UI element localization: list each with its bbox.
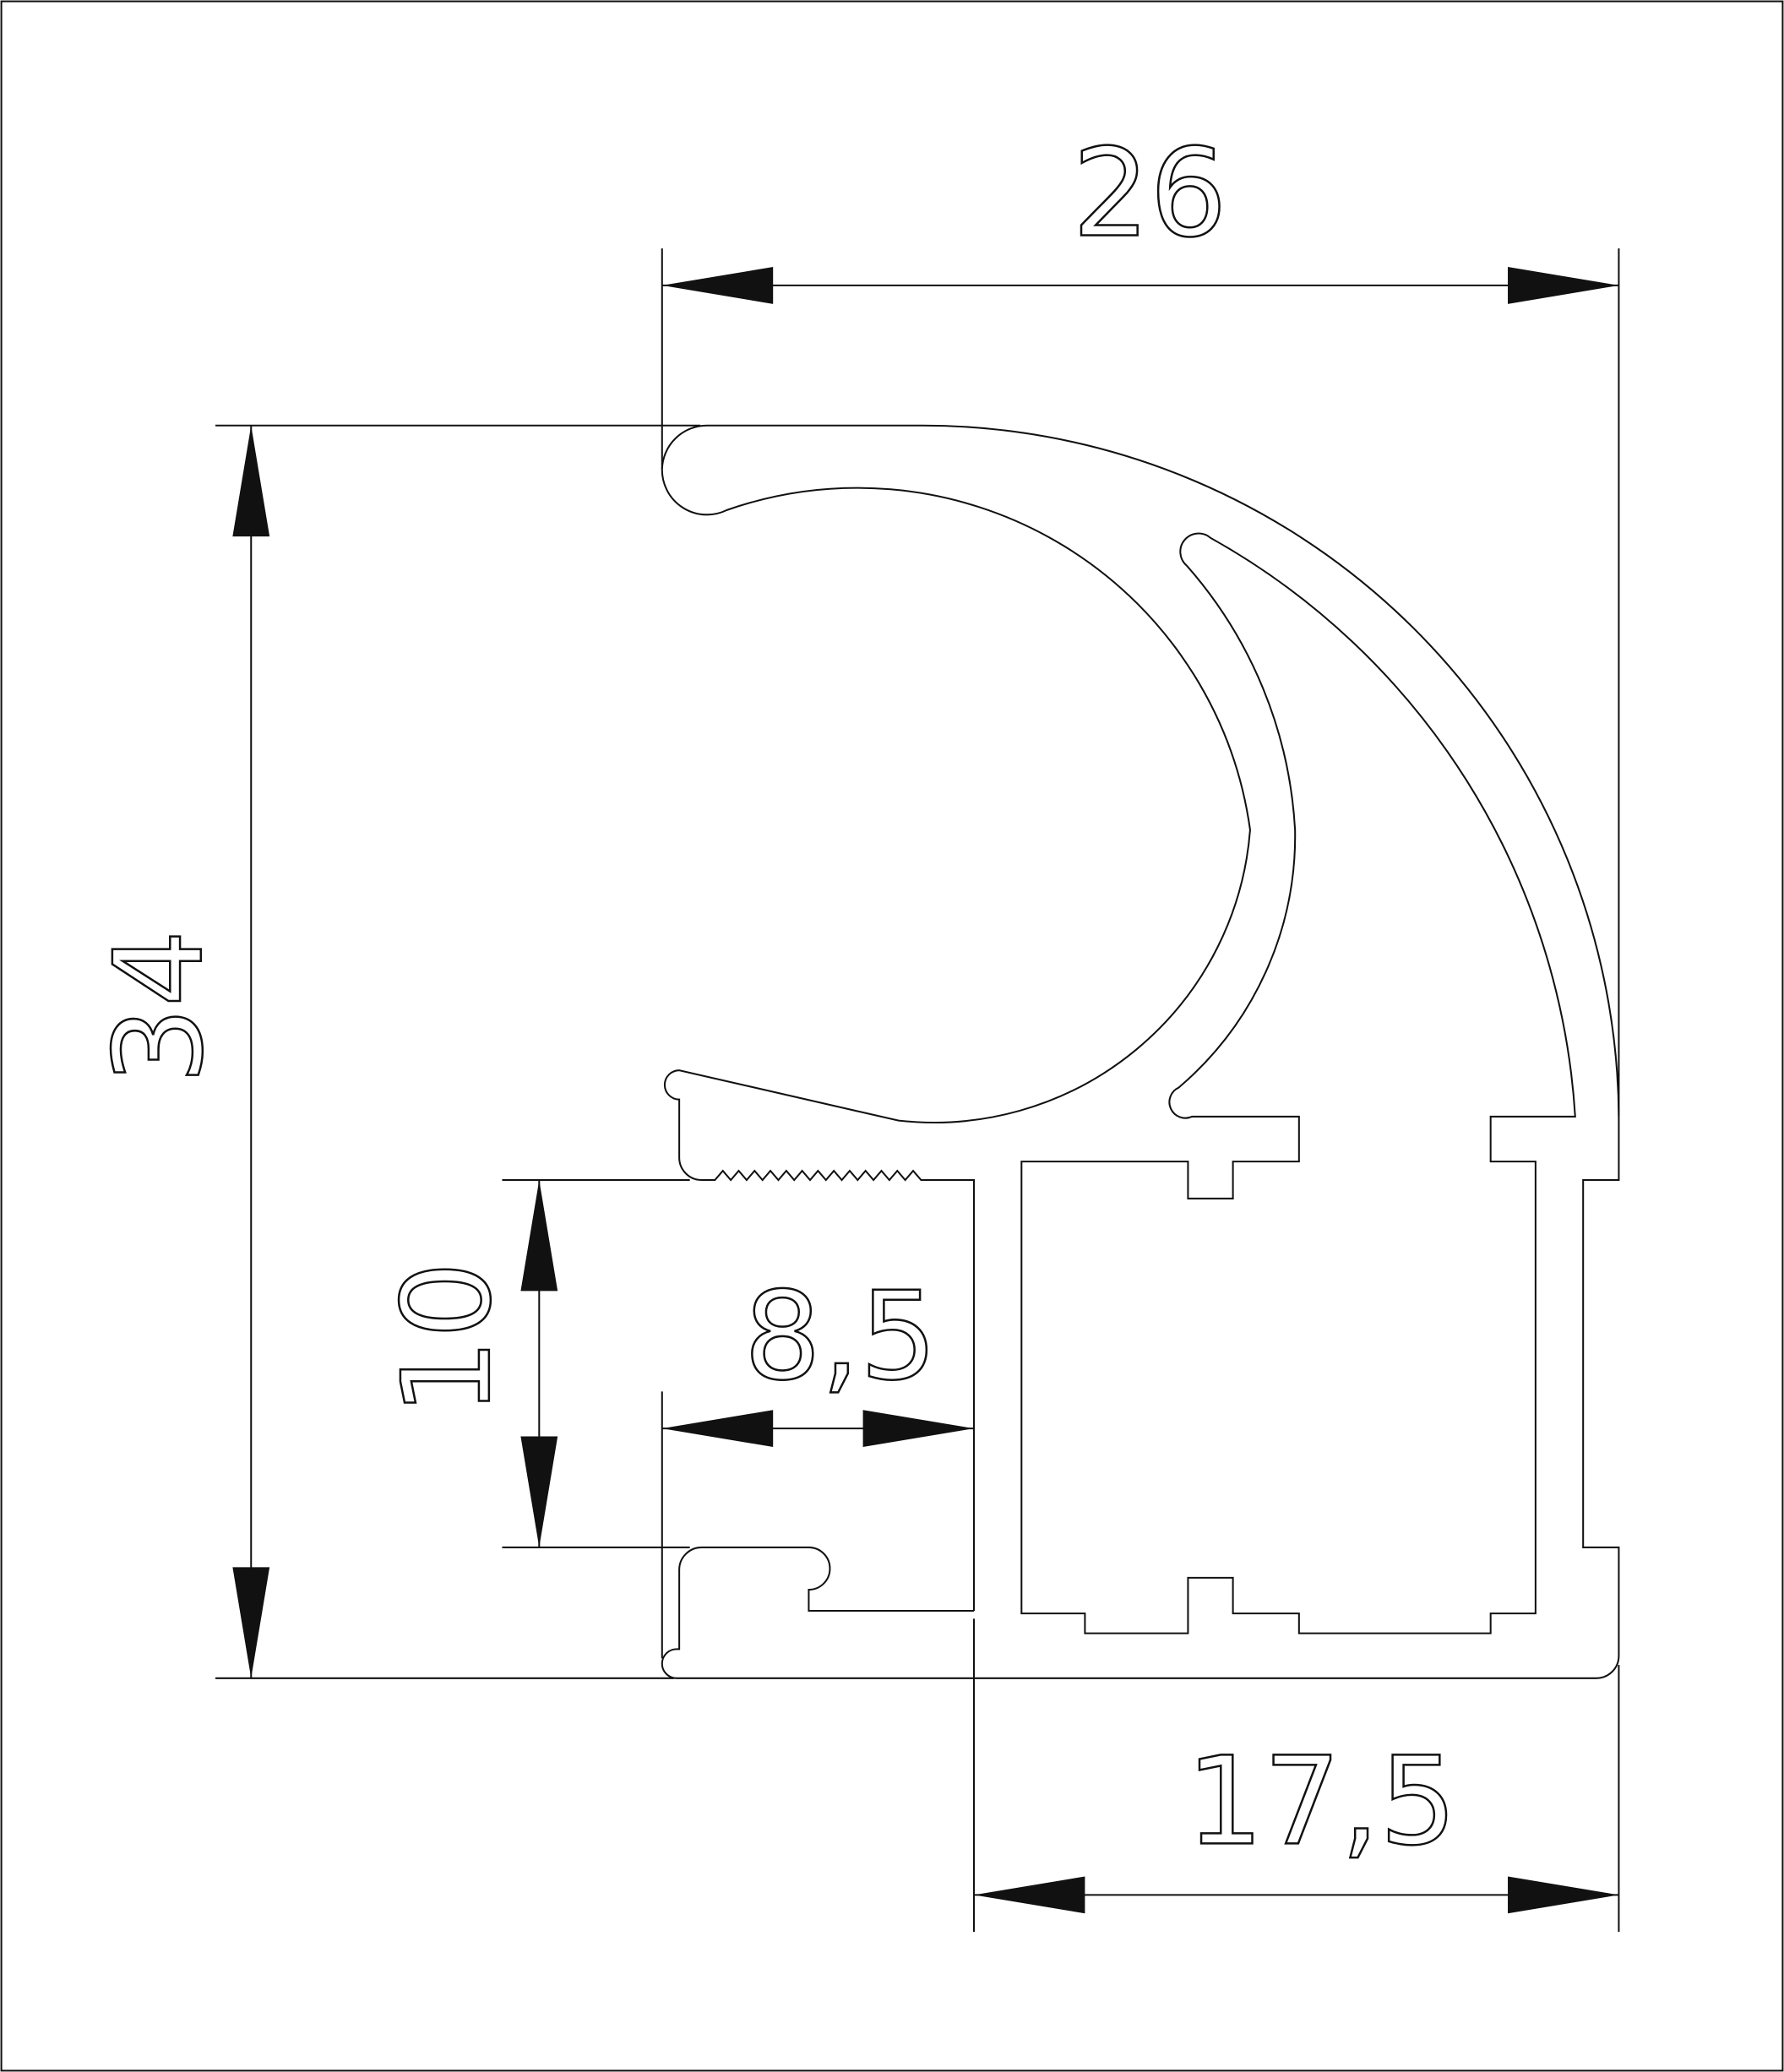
dimension-slot-height: 10 [375,1179,690,1548]
arrow-head [520,1436,558,1547]
dimension-total-height: 34 [87,424,701,1679]
dimension-label: 8,5 [744,1265,938,1407]
arrow-head [973,1876,1085,1914]
arrow-head [232,1567,270,1678]
dimension-top-width: 26 [661,121,1620,1117]
arrow-head [232,425,270,537]
profile-outline [661,424,1620,1679]
arrow-head [661,267,774,304]
dimension-label: 34 [88,930,230,1085]
dimension-slot-depth: 8,5 [661,1264,974,1659]
arrow-head [661,1410,774,1448]
arrow-head [1508,1876,1619,1914]
dimension-label: 10 [376,1261,518,1416]
arrow-head [862,1410,974,1448]
dimension-bottom-width: 17,5 [972,1618,1620,1933]
dimension-label: 26 [1072,122,1226,264]
arrow-head [1508,267,1619,304]
arrow-head [520,1180,558,1292]
dimension-label: 17,5 [1186,1730,1456,1872]
